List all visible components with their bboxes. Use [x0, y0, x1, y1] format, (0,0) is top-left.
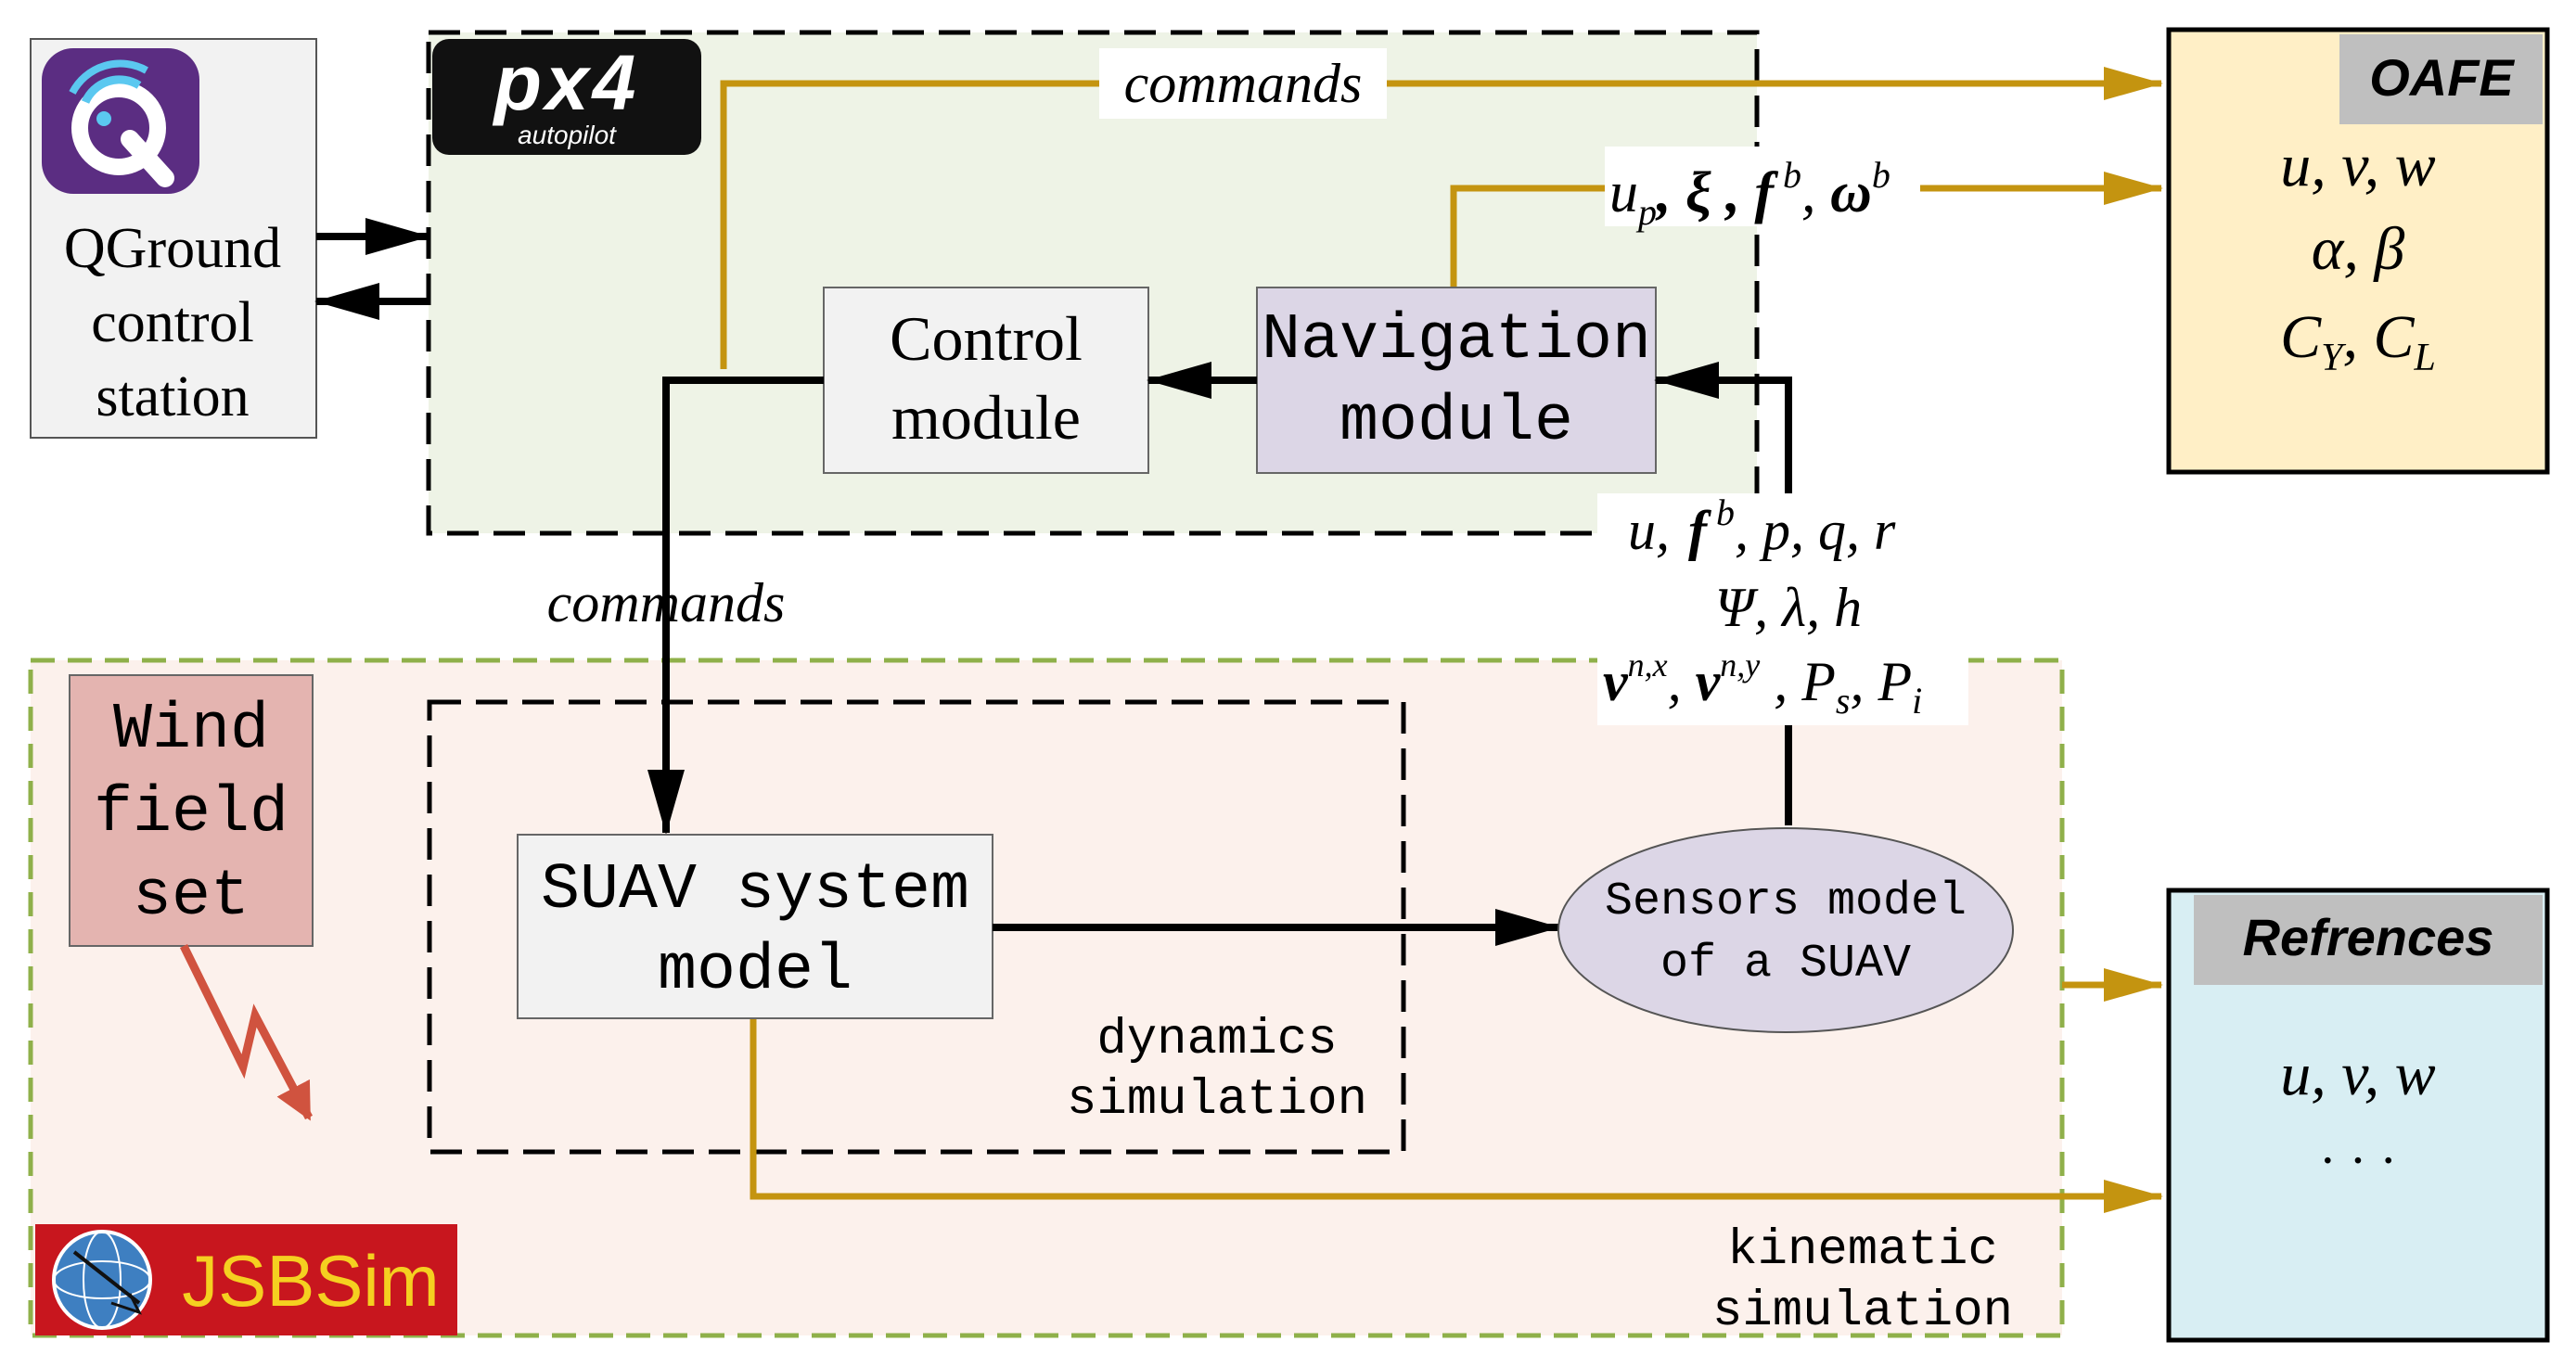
qgc-link-arrows: [314, 218, 430, 320]
oafe-title: OAFE: [2369, 48, 2515, 107]
svg-text:commands: commands: [547, 572, 786, 633]
commands-label-middle: commands: [547, 572, 786, 633]
navigation-module: Navigation module: [1256, 287, 1657, 474]
kinematic-label-line2: simulation: [1712, 1284, 2013, 1340]
navigation-module-line2: module: [1339, 386, 1573, 459]
commands-label-top: commands: [1099, 48, 1387, 119]
qground-control-station: QGround control station: [30, 38, 317, 439]
dynamics-simulation-region: [427, 699, 1406, 1155]
nav-output-xi: ξ: [1685, 161, 1711, 224]
jsbsim-logo: JSBSim: [35, 1224, 457, 1335]
oafe-row2: α, β: [2312, 215, 2405, 283]
nav-output-label: up, ξ , f b, ωb: [1605, 147, 1920, 233]
sensors-model-line1: Sensors model: [1605, 875, 1967, 928]
suav-system-model: SUAV system model: [517, 834, 993, 1019]
control-module-line2: module: [891, 382, 1081, 453]
sensors-model: Sensors model of a SUAV: [1557, 827, 2014, 1033]
nav-output-up: u: [1609, 161, 1638, 224]
nav-output-sep2: ,: [1711, 161, 1755, 224]
px4-logo-subtext: autopilot: [518, 121, 617, 149]
nav-output-sep3: ,: [1801, 161, 1830, 224]
gold-connections: [720, 67, 2163, 1213]
wind-lightning-arrow: [179, 944, 313, 1121]
suav-to-references-arrow: [750, 1016, 2163, 1213]
wind-field-set: Wind field set: [69, 674, 314, 947]
nav-output-up-sub: p: [1635, 191, 1657, 233]
jsbsim-globe-icon: [52, 1230, 152, 1330]
wind-line1: Wind: [113, 694, 269, 767]
jsbsim-logo-text: JSBSim: [182, 1240, 439, 1322]
oafe-row3: CY, CL: [2280, 303, 2436, 379]
nav-output-f-sup: b: [1774, 154, 1801, 196]
suav-line2: model: [658, 935, 852, 1008]
wind-line3: set: [133, 861, 250, 934]
references-box: Refrences u, v, w · · ·: [2166, 888, 2550, 1343]
kinematic-label-line1: kinematic: [1727, 1222, 1998, 1279]
sensor-outputs-row1: u,f b, p, q, r: [1628, 492, 1896, 561]
px4-logo: px4 autopilot: [432, 39, 701, 155]
control-to-suav-commands-arrow: [647, 377, 824, 835]
nav-output-omega: ω: [1830, 161, 1872, 224]
svg-text:up, ξ , f b, ωb: up, ξ , f b, ωb: [1609, 154, 1890, 233]
commands-to-oafe-arrow: [720, 67, 2163, 369]
qgc-label-line1: QGround: [64, 217, 281, 280]
wind-line2: field: [94, 777, 288, 850]
qgc-label-line3: station: [96, 365, 249, 428]
control-module: Control module: [823, 287, 1149, 474]
dynamics-label-line1: dynamics: [1096, 1012, 1337, 1068]
navigation-module-line1: Navigation: [1262, 304, 1651, 377]
sensor-outputs-label: u,f b, p, q, r Ψ, λ, h vn,x, vn,y , Ps, …: [1597, 492, 1968, 725]
suav-line1: SUAV system: [541, 854, 969, 927]
sensor-outputs-row3: vn,x, vn,y , Ps, Pi: [1603, 646, 1922, 722]
sensor-outputs-row2: Ψ, λ, h: [1715, 577, 1862, 638]
oafe-box: OAFE u, v, w α, β CY, CL: [2166, 27, 2550, 475]
references-row2: · · ·: [2319, 1132, 2397, 1190]
sensors-model-line2: of a SUAV: [1660, 938, 1911, 990]
px4-logo-text: px4: [493, 39, 640, 126]
references-title: Refrences: [2243, 908, 2494, 966]
references-row1: u, v, w: [2280, 1041, 2435, 1108]
oafe-row1: u, v, w: [2280, 132, 2435, 199]
dynamics-label-line2: simulation: [1067, 1072, 1367, 1129]
svg-text:commands: commands: [1124, 53, 1363, 114]
control-module-line1: Control: [890, 303, 1083, 374]
qgroundcontrol-logo-icon: [42, 48, 199, 194]
nav-output-to-oafe-arrow: [1450, 172, 2163, 287]
nav-output-omega-sup: b: [1872, 154, 1890, 196]
qgc-label-line2: control: [91, 291, 254, 354]
nav-output-sep1: ,: [1655, 161, 1685, 224]
